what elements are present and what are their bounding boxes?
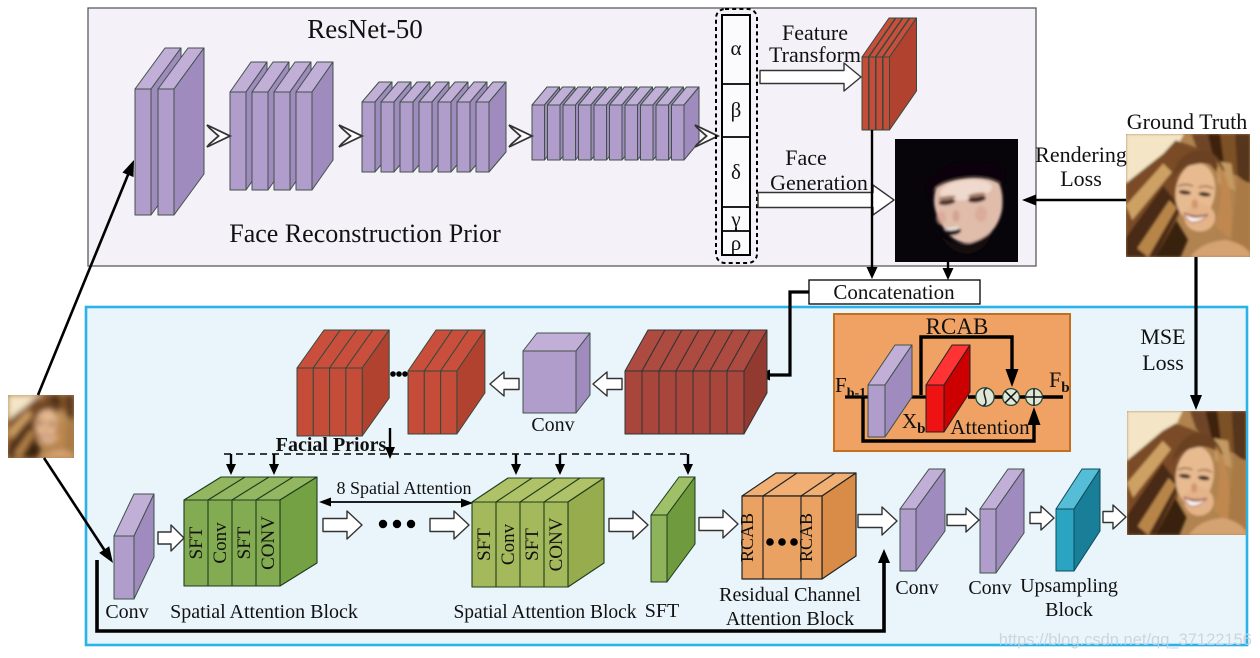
svg-text:Transform: Transform xyxy=(769,42,861,67)
svg-text:RCAB: RCAB xyxy=(796,513,816,562)
svg-text:Conv: Conv xyxy=(895,577,938,599)
svg-text:γ: γ xyxy=(730,207,740,231)
svg-text:Conv: Conv xyxy=(498,523,519,565)
svg-text:Loss: Loss xyxy=(1142,350,1184,375)
svg-text:Generation: Generation xyxy=(770,170,868,195)
svg-text:Face: Face xyxy=(785,145,827,170)
svg-text:CONV: CONV xyxy=(258,516,279,570)
svg-text:RCAB: RCAB xyxy=(926,314,989,339)
svg-text:SFT: SFT xyxy=(234,526,255,559)
svg-text:Block: Block xyxy=(1045,599,1093,621)
svg-text:Facial Priors: Facial Priors xyxy=(276,434,387,456)
svg-text:α: α xyxy=(730,36,741,60)
svg-text:SFT: SFT xyxy=(645,600,679,622)
svg-text:Loss: Loss xyxy=(1060,166,1102,191)
svg-text:SFT: SFT xyxy=(474,528,495,561)
svg-text:CONV: CONV xyxy=(546,517,567,571)
svg-text:8 Spatial Attention: 8 Spatial Attention xyxy=(337,478,472,498)
svg-text:MSE: MSE xyxy=(1140,324,1185,349)
svg-text:Conv: Conv xyxy=(210,522,231,564)
svg-text:Spatial Attention Block: Spatial Attention Block xyxy=(170,601,358,623)
svg-text:β: β xyxy=(731,98,742,122)
svg-text:Conv: Conv xyxy=(968,577,1011,599)
svg-text:Concatenation: Concatenation xyxy=(833,280,955,304)
svg-text:Conv: Conv xyxy=(105,601,148,623)
svg-text:Attention: Attention xyxy=(950,415,1030,439)
svg-text:SFT: SFT xyxy=(522,528,543,561)
svg-text:ResNet-50: ResNet-50 xyxy=(307,14,422,44)
svg-text:https://blog.csdn.net/qq_37122: https://blog.csdn.net/qq_37122156 xyxy=(999,631,1252,649)
svg-text:Feature: Feature xyxy=(782,20,848,45)
svg-text:Attention Block: Attention Block xyxy=(726,608,854,630)
svg-text:RCAB: RCAB xyxy=(737,513,757,562)
svg-text:Face Reconstruction Prior: Face Reconstruction Prior xyxy=(229,219,501,248)
svg-text:Ground Truth: Ground Truth xyxy=(1127,109,1247,134)
svg-text:Rendering: Rendering xyxy=(1035,142,1127,167)
svg-text:Conv: Conv xyxy=(531,414,574,436)
svg-text:ρ: ρ xyxy=(731,231,741,255)
svg-text:Upsampling: Upsampling xyxy=(1020,575,1118,597)
svg-text:δ: δ xyxy=(731,160,741,184)
svg-text:SFT: SFT xyxy=(186,526,207,559)
svg-text:Spatial Attention Block: Spatial Attention Block xyxy=(453,602,636,623)
svg-text:Residual Channel: Residual Channel xyxy=(719,584,861,606)
